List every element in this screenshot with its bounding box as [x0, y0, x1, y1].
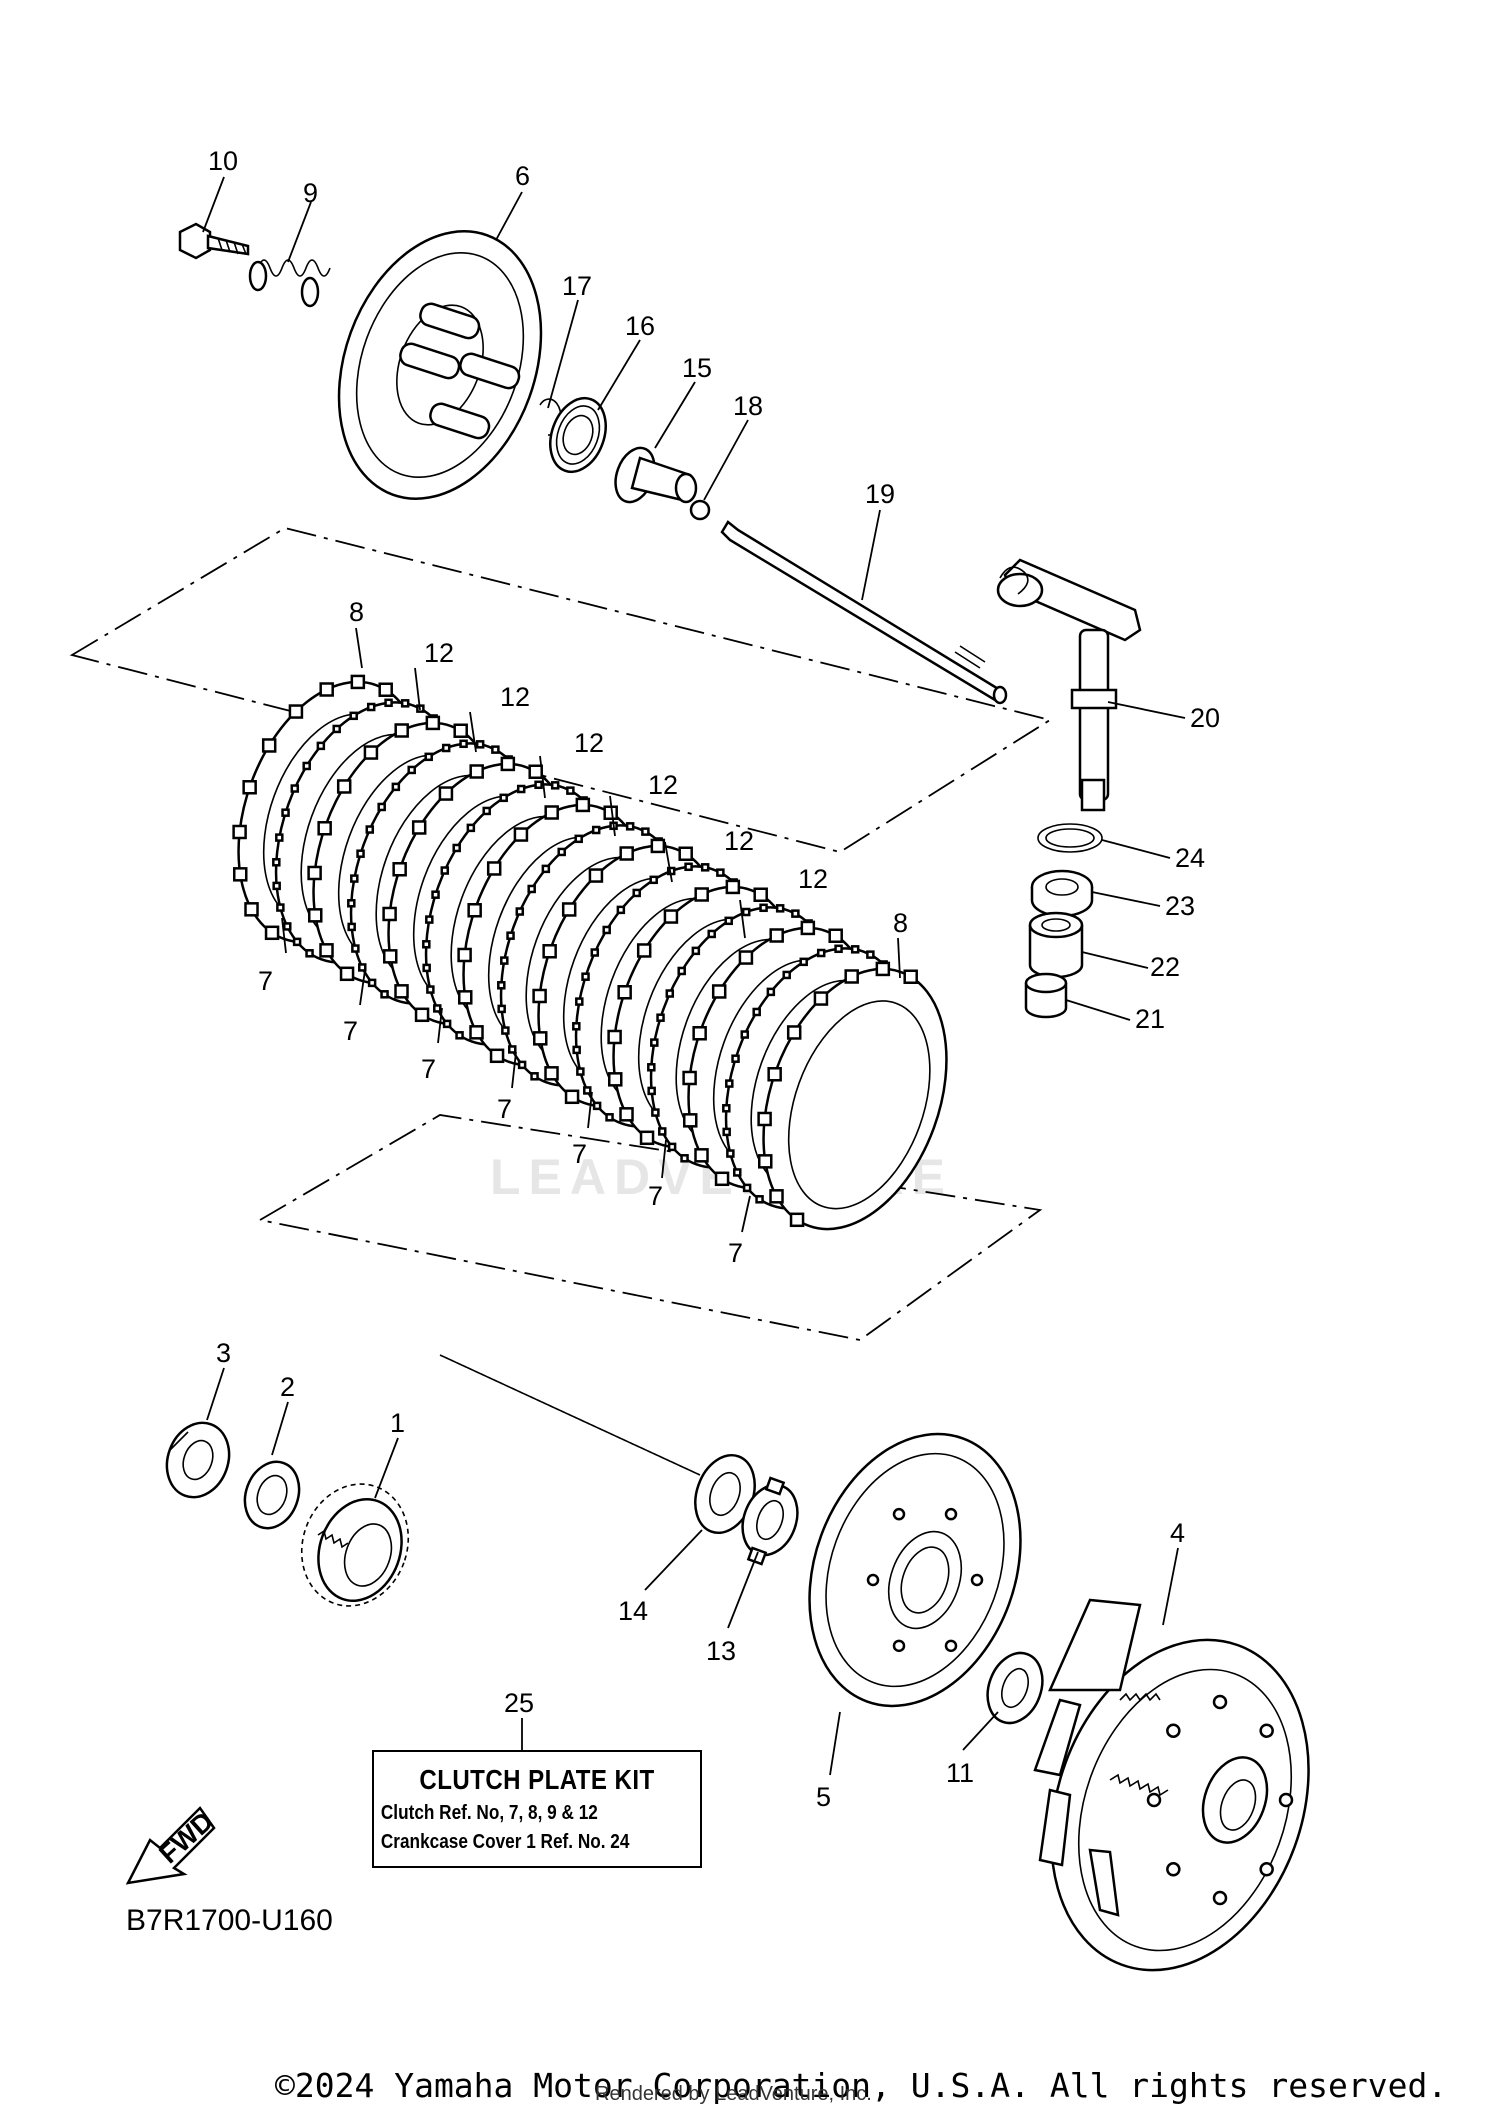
callout-9: 9	[303, 178, 318, 208]
friction-plate	[757, 961, 948, 1231]
spring-part	[248, 259, 331, 308]
callout-1: 1	[390, 1408, 405, 1438]
callout-6: 6	[515, 161, 530, 191]
callout-8-right: 8	[893, 908, 908, 938]
callout-21: 21	[1135, 1004, 1165, 1034]
circlip-24-part	[1037, 823, 1103, 853]
bearing-part	[549, 396, 607, 474]
push-rod-part	[614, 446, 698, 504]
callout-7-g: 7	[728, 1238, 743, 1268]
push-lever-shaft-part	[720, 520, 1008, 705]
callout-12-c: 12	[574, 728, 604, 758]
callout-23: 23	[1165, 891, 1195, 921]
clutch-housing-part	[1033, 1598, 1310, 1972]
callout-5: 5	[816, 1782, 831, 1812]
bolt-part	[178, 222, 250, 260]
callout-12-d: 12	[648, 770, 678, 800]
callout-13: 13	[706, 1636, 736, 1666]
callout-22: 22	[1150, 952, 1180, 982]
thrust-washer-3-part	[165, 1421, 231, 1499]
callout-2: 2	[280, 1372, 295, 1402]
callout-12-f: 12	[798, 864, 828, 894]
washer-11-part	[986, 1651, 1044, 1725]
callout-25: 25	[504, 1688, 534, 1718]
callout-8-left: 8	[349, 597, 364, 627]
callout-12-a: 12	[424, 638, 454, 668]
callout-7-b: 7	[343, 1016, 358, 1046]
callout-17: 17	[562, 271, 592, 301]
thrust-washer-2-part	[243, 1460, 301, 1530]
callout-15: 15	[682, 353, 712, 383]
callout-12-e: 12	[724, 826, 754, 856]
callout-3: 3	[216, 1338, 231, 1368]
plate-group-outline-upper	[69, 527, 1053, 853]
ball-part	[689, 499, 711, 521]
callout-7-d: 7	[497, 1094, 512, 1124]
rendered-by-notice: Rendered by LeadVenture, Inc.	[595, 2083, 872, 2105]
collar-part	[1024, 972, 1068, 1019]
callouts: 10 9 6 17 16 15 18 19 20 24 23 22 21 8 8…	[208, 146, 1220, 1812]
callout-7-e: 7	[572, 1139, 587, 1169]
callout-12-b: 12	[500, 682, 530, 712]
callout-7-a: 7	[258, 966, 273, 996]
diagram-code: B7R1700-U160	[126, 1904, 333, 1937]
fwd-arrow-icon: FWD	[125, 1806, 219, 1885]
callout-20: 20	[1190, 703, 1220, 733]
kit-title: CLUTCH PLATE KIT	[419, 1764, 655, 1795]
callout-24: 24	[1175, 843, 1205, 873]
callout-16: 16	[625, 311, 655, 341]
clutch-boss-part	[808, 1432, 1022, 1708]
plate-group-outline-lower	[257, 1114, 1043, 1341]
primary-driven-gear-part	[300, 1483, 410, 1607]
bearing-22-part	[1028, 911, 1084, 979]
leader-lines	[202, 176, 1186, 1776]
callout-7-f: 7	[648, 1181, 663, 1211]
clutch-plate-kit-box: CLUTCH PLATE KIT Clutch Ref. No, 7, 8, 9…	[372, 1750, 702, 1868]
pressure-plate-part	[337, 230, 543, 500]
plate-stack	[232, 674, 948, 1231]
callout-4: 4	[1170, 1518, 1185, 1548]
copyright-notice: ©2024 Yamaha Motor Corporation, U.S.A. A…	[275, 2066, 1448, 2105]
push-lever-part	[996, 558, 1142, 812]
callout-11: 11	[946, 1758, 974, 1788]
callout-10: 10	[208, 146, 238, 176]
oil-seal-part	[1030, 869, 1094, 918]
callout-18: 18	[733, 391, 763, 421]
kit-line-clutch: Clutch Ref. No, 7, 8, 9 & 12	[380, 1802, 598, 1824]
kit-line-crankcase: Crankcase Cover 1 Ref. No. 24	[380, 1831, 630, 1853]
callout-14: 14	[618, 1596, 648, 1626]
callout-7-c: 7	[421, 1054, 436, 1084]
callout-19: 19	[865, 479, 895, 509]
